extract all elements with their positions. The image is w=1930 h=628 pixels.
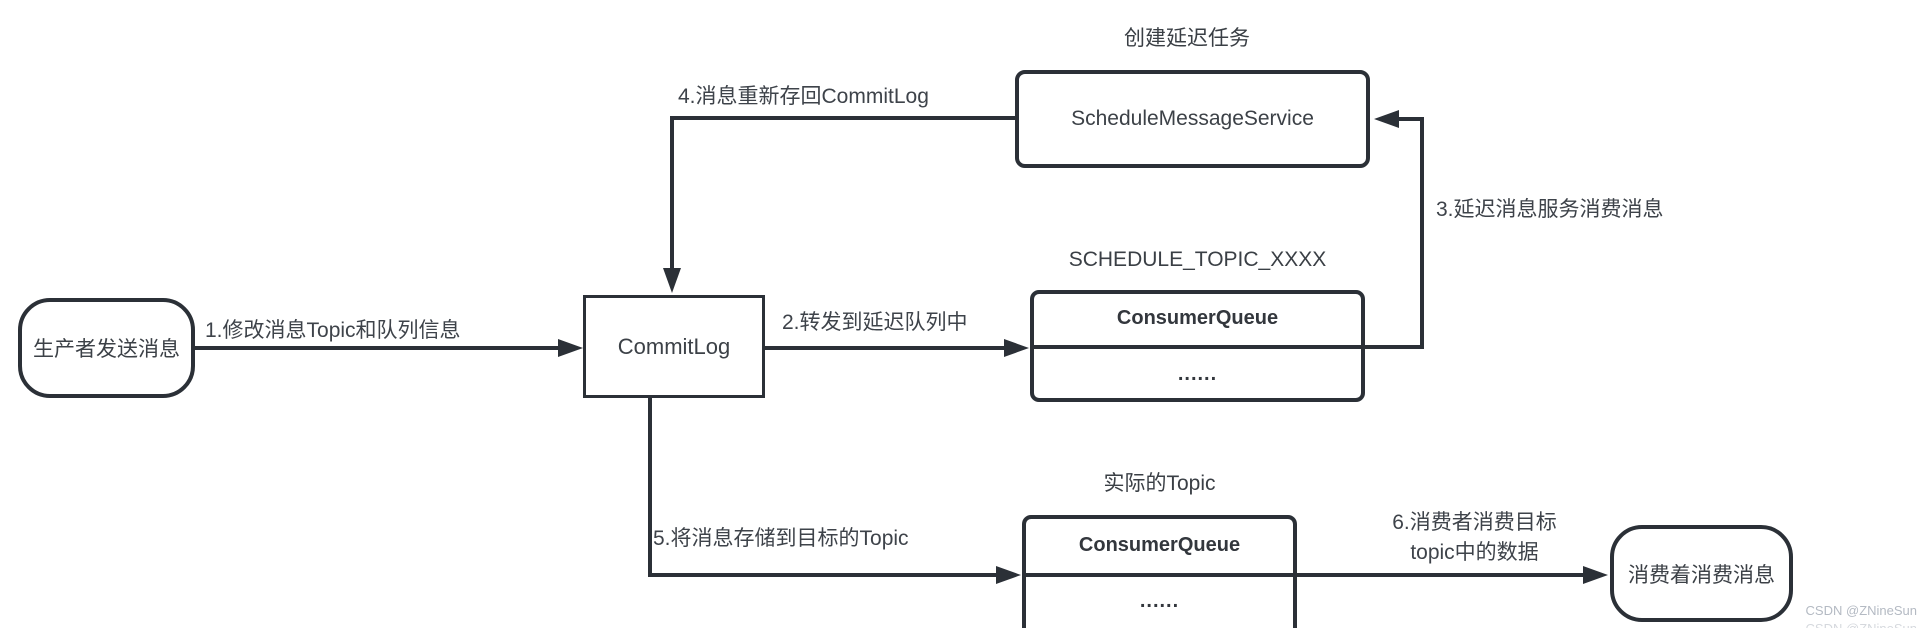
edge-step1-arrowhead-icon: [558, 339, 583, 357]
edge-step4-line-vertical: [670, 116, 674, 272]
actual-consumer-queue-title: ConsumerQueue: [1078, 533, 1241, 556]
edge-step4-arrowhead-icon: [663, 268, 681, 293]
actual-consumer-queue-more: ......: [1139, 589, 1180, 612]
node-actual-consumer-queue: [1022, 515, 1297, 628]
edge-step3-arrowhead-icon: [1374, 110, 1399, 128]
edge-step5-line-vertical: [648, 398, 652, 577]
schedule-consumer-queue-more: ......: [1177, 362, 1218, 385]
edge-step2-line: [765, 346, 1005, 350]
node-consumer: 消费着消费消息: [1610, 525, 1793, 622]
edge-step6-line: [1297, 573, 1583, 577]
edge-step4-line-horizontal: [670, 116, 1015, 120]
edge-step1-line: [195, 346, 560, 350]
caption-actual-topic: 实际的Topic: [1103, 472, 1216, 495]
edge-step5-line-horizontal: [648, 573, 996, 577]
edge-step1-label: 1.修改消息Topic和队列信息: [205, 319, 461, 342]
edge-step5-label: 5.将消息存储到目标的Topic: [653, 527, 909, 550]
edge-step6-label-line1: 6.消费者消费目标: [1392, 511, 1557, 534]
edge-step2-label: 2.转发到延迟队列中: [782, 311, 968, 334]
node-producer: 生产者发送消息: [18, 298, 195, 398]
edge-step3-line-vertical: [1420, 117, 1424, 349]
node-schedule-message-service: ScheduleMessageService: [1015, 70, 1370, 168]
schedule-consumer-queue-title: ConsumerQueue: [1116, 307, 1279, 329]
edge-step6-arrowhead-icon: [1583, 566, 1608, 584]
schedule-consumer-queue-divider: [1032, 345, 1363, 349]
node-commitlog: CommitLog: [583, 295, 765, 398]
edge-step4-label: 4.消息重新存回CommitLog: [678, 85, 929, 108]
edge-step6-label-line2: topic中的数据: [1410, 541, 1539, 564]
caption-schedule-service: 创建延迟任务: [1124, 27, 1250, 50]
edge-step6-label: 6.消费者消费目标 topic中的数据: [1372, 508, 1577, 568]
edge-step3-line-top: [1396, 117, 1424, 121]
actual-consumer-queue-divider: [1024, 573, 1295, 577]
edge-step3-label: 3.延迟消息服务消费消息: [1436, 198, 1664, 221]
caption-schedule-topic: SCHEDULE_TOPIC_XXXX: [1068, 248, 1327, 271]
watermark-cutoff: CSDN @ZNineSun: [1697, 621, 1917, 628]
edge-step2-arrowhead-icon: [1004, 339, 1029, 357]
watermark: CSDN @ZNineSun: [1805, 603, 1917, 618]
edge-step5-arrowhead-icon: [996, 566, 1021, 584]
edge-step3-line-bottom: [1365, 345, 1424, 349]
